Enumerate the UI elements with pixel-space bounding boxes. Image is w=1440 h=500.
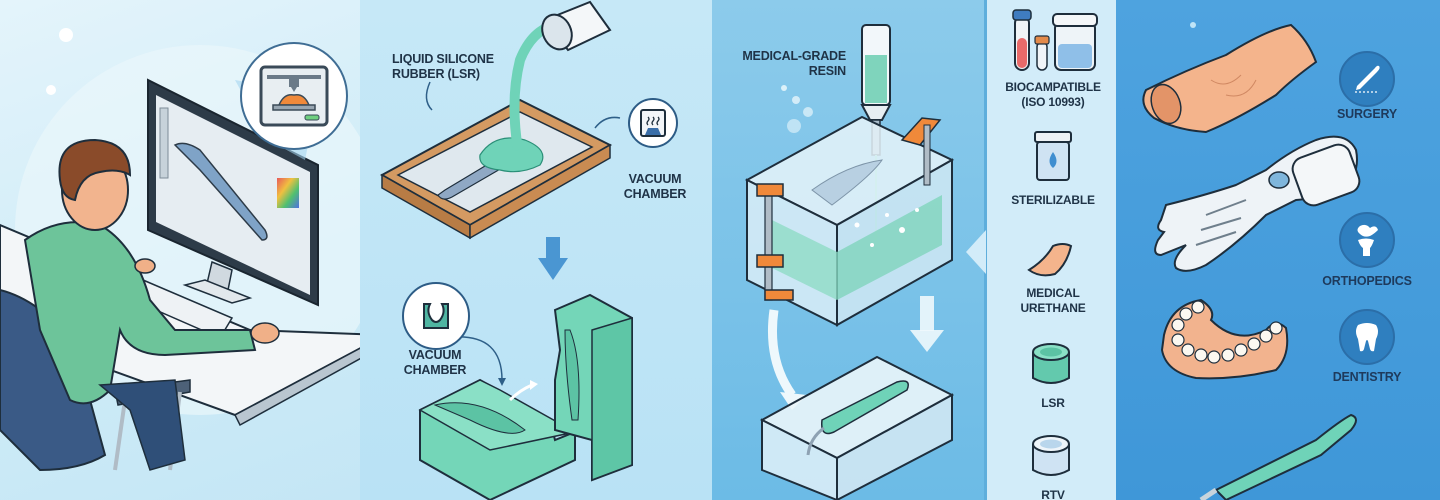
urethane-piece-icon xyxy=(1027,243,1073,277)
test-tubes-icon xyxy=(1012,9,1098,71)
material-lsr: LSR xyxy=(1041,396,1065,410)
application-orthopedics: ORTHOPEDICS xyxy=(1322,274,1412,288)
panel-pointer xyxy=(966,230,986,274)
application-surgery: SURGERY xyxy=(1337,107,1397,121)
panel-applications: SURGERY ORTHOPEDICS DENTISTRY xyxy=(1116,0,1440,500)
lsr-label: LIQUID SILICONE RUBBER (LSR) xyxy=(392,52,494,81)
lsr-cylinder-icon xyxy=(1032,343,1070,384)
panel-silicone-mold: LIQUID SILICONE RUBBER (LSR) xyxy=(360,0,712,500)
application-dentistry: DENTISTRY xyxy=(1332,370,1402,384)
panel-casting: MEDICAL-GRADE RESIN xyxy=(712,0,984,500)
vacuum-chamber-label-top: VACUUM CHAMBER xyxy=(623,172,687,201)
silicone-pour-scene xyxy=(379,0,633,500)
handheld-device xyxy=(1214,413,1357,500)
applications-illustrations xyxy=(1142,22,1361,500)
panel-design xyxy=(0,0,360,500)
prosthetic-skin-sleeve xyxy=(1142,23,1318,134)
panel-materials: BIOCAMPATIBLE (ISO 10993) STERILIZABLE M… xyxy=(984,0,1116,500)
vacuum-chamber-icon xyxy=(628,98,678,148)
material-medical-urethane: MEDICAL URETHANE xyxy=(1020,286,1086,315)
mold-cavity-icon xyxy=(402,282,470,350)
casting-scene xyxy=(744,24,955,500)
bone-joint-icon xyxy=(1339,212,1395,268)
sterile-container-icon xyxy=(1034,131,1072,181)
3d-printer-icon xyxy=(240,42,348,150)
material-rtv: RTV xyxy=(1041,488,1065,500)
resin-label: MEDICAL-GRADE RESIN xyxy=(742,49,846,78)
rtv-cylinder-icon xyxy=(1032,435,1070,476)
material-biocompatible: BIOCAMPATIBLE (ISO 10993) xyxy=(1005,80,1101,109)
scalpel-icon xyxy=(1339,51,1395,107)
vacuum-chamber-label-bottom: VACUUM CHAMBER xyxy=(403,348,467,377)
material-sterilizable: STERILIZABLE xyxy=(1011,193,1095,207)
design-scene xyxy=(0,28,360,472)
tooth-icon xyxy=(1339,309,1395,365)
